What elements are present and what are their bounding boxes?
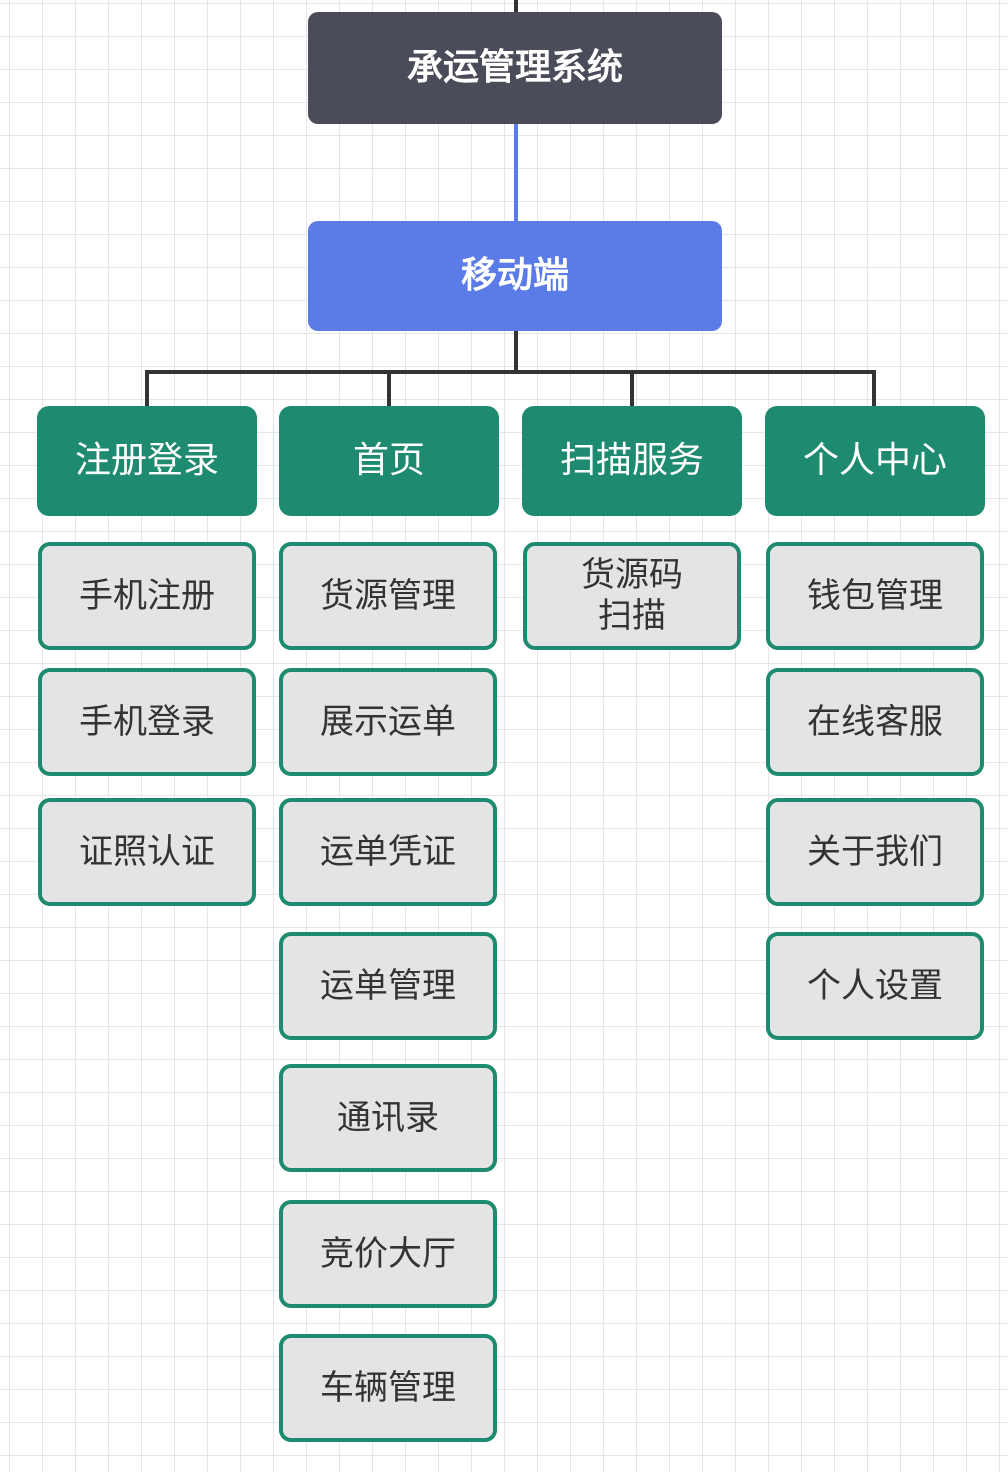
platform-node: 移动端 [308, 221, 722, 331]
root-label: 承运管理系统 [406, 47, 623, 89]
item-label: 货源码 扫描 [581, 555, 683, 636]
item-box: 货源管理 [279, 542, 497, 650]
item-box: 手机登录 [38, 668, 256, 776]
category-label: 扫描服务 [559, 440, 704, 482]
root-node: 承运管理系统 [308, 12, 722, 124]
category-label: 注册登录 [74, 440, 219, 482]
item-label: 运单管理 [320, 965, 456, 1006]
category-label: 个人中心 [802, 440, 947, 482]
item-box: 在线客服 [766, 668, 984, 776]
category-personal-center: 个人中心 [765, 406, 985, 516]
item-label: 车辆管理 [320, 1367, 456, 1408]
category-home: 首页 [279, 406, 499, 516]
item-box: 钱包管理 [766, 542, 984, 650]
item-label: 展示运单 [320, 701, 456, 742]
item-box: 运单管理 [279, 932, 497, 1040]
item-box: 通讯录 [279, 1064, 497, 1172]
platform-label: 移动端 [460, 255, 569, 297]
item-box: 货源码 扫描 [523, 542, 741, 650]
item-box: 个人设置 [766, 932, 984, 1040]
item-box: 关于我们 [766, 798, 984, 906]
category-label: 首页 [352, 440, 425, 482]
item-box: 运单凭证 [279, 798, 497, 906]
category-register-login: 注册登录 [37, 406, 257, 516]
item-box: 竞价大厅 [279, 1200, 497, 1308]
item-label: 货源管理 [320, 575, 456, 616]
item-box: 展示运单 [279, 668, 497, 776]
item-label: 个人设置 [807, 965, 943, 1006]
item-label: 在线客服 [807, 701, 943, 742]
item-label: 证照认证 [79, 831, 215, 872]
item-box: 证照认证 [38, 798, 256, 906]
item-label: 竞价大厅 [320, 1233, 456, 1274]
item-label: 运单凭证 [320, 831, 456, 872]
category-scan-service: 扫描服务 [522, 406, 742, 516]
item-label: 钱包管理 [807, 575, 943, 616]
item-label: 通讯录 [337, 1097, 439, 1138]
item-label: 关于我们 [807, 831, 943, 872]
item-box: 手机注册 [38, 542, 256, 650]
item-label: 手机注册 [79, 575, 215, 616]
item-box: 车辆管理 [279, 1334, 497, 1442]
item-label: 手机登录 [79, 701, 215, 742]
